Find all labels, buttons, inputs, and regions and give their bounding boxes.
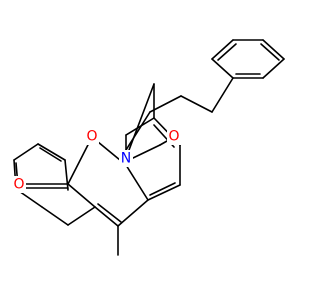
atom-o-pyranone: O: [85, 128, 99, 145]
bond-c2-c3: [67, 183, 96, 208]
atom-o-oxazine: O: [167, 128, 181, 145]
bond-tph-inner-a: [217, 43, 237, 61]
bond-ox-ch2-n: [125, 83, 155, 159]
bond-ph-e: [64, 159, 69, 191]
bond-ph-inner-b: [39, 147, 62, 162]
atom-label-o-carbonyl: O: [13, 177, 24, 193]
bond-c2-c3: [180, 95, 213, 113]
bond-ph-d: [37, 143, 66, 161]
structure-drawing: O O O N: [12, 39, 285, 256]
bond-bz-inner-a: [149, 182, 176, 196]
bond-tph-inner-b: [260, 43, 280, 61]
atom-n-oxazine: N: [119, 150, 133, 167]
atom-o-carbonyl: O: [12, 176, 26, 193]
bond-c3-phenyl: [211, 77, 234, 113]
bond-c4a-c8a: [125, 164, 149, 201]
bond-c3-c4-double: [97, 203, 122, 223]
atom-label-n-oxazine: N: [121, 151, 131, 167]
bond-ph-c: [13, 143, 39, 161]
bond-tph-d: [262, 39, 285, 60]
bond-c3-c4: [94, 206, 119, 227]
atom-label-o-oxazine: O: [168, 129, 179, 145]
bond-bz-a: [147, 184, 181, 201]
atom-label-o-pyranone: O: [86, 129, 97, 145]
bond-ox-n-ch2: [132, 144, 161, 159]
bond-tph-a: [211, 58, 234, 79]
bond-c4-c4a: [117, 199, 149, 227]
bond-c3-ch2: [67, 206, 96, 226]
bond-n-c1: [125, 111, 151, 151]
bond-tph-b: [211, 39, 234, 60]
bond-tph-e: [262, 58, 285, 79]
bond-ch2-phenyl: [41, 206, 69, 226]
molecule-structure: O O O N: [12, 39, 285, 256]
bond-c1-c2: [149, 95, 182, 113]
bond-layer: [13, 39, 285, 256]
